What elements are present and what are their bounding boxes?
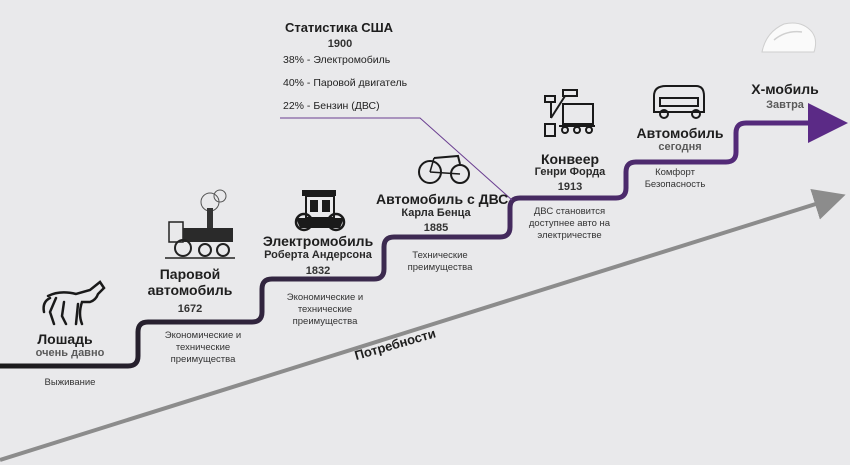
stage-note-horse: Выживание <box>44 377 96 388</box>
horse-icon <box>42 280 106 326</box>
stage-note-electric: Экономические и технические преимущества <box>286 292 364 327</box>
stats-callout-line <box>280 117 513 201</box>
stage-year-conveyor: 1913 <box>557 181 583 193</box>
stage-subtitle-xmobile: Завтра <box>766 99 804 111</box>
stage-title-steam: Паровой автомобиль <box>147 266 233 298</box>
stage-subtitle-ice: Карла Бенца <box>401 207 471 219</box>
carriage-car-icon <box>294 190 346 232</box>
stage-title-horse: Лошадь <box>37 331 93 347</box>
stats-title: Статистика США <box>284 20 394 35</box>
stage-subtitle-conveyor: Генри Форда <box>534 166 606 178</box>
stage-subtitle-electric: Роберта Андерсона <box>264 249 372 261</box>
stage-title-ice: Автомобиль с ДВС <box>376 191 509 207</box>
stats-line-electric: 38% - Электромобиль <box>283 54 391 66</box>
stage-note-conveyor: ДВС становится доступнее авто на электри… <box>528 206 611 241</box>
stats-line-steam: 40% - Паровой двигатель <box>283 77 408 89</box>
stats-year: 1900 <box>327 38 353 50</box>
stage-note-steam: Экономические и технические преимущества <box>164 330 242 365</box>
stage-subtitle-horse: очень давно <box>35 347 105 359</box>
modern-car-icon <box>653 85 705 119</box>
stage-title-car: Автомобиль <box>636 125 724 141</box>
stats-line-petrol: 22% - Бензин (ДВС) <box>283 100 380 112</box>
stage-title-conveyor: Конвеер <box>540 151 600 167</box>
steam-locomotive-icon <box>165 189 235 259</box>
staircase-line <box>0 103 848 369</box>
assembly-robot-icon <box>544 89 595 137</box>
stage-year-ice: 1885 <box>423 222 449 234</box>
stage-year-electric: 1832 <box>305 265 331 277</box>
stage-title-xmobile: X-мобиль <box>751 81 819 97</box>
stage-year-steam: 1672 <box>177 303 203 315</box>
stage-subtitle-car: сегодня <box>658 141 702 153</box>
benz-tricycle-icon <box>418 154 470 184</box>
stage-note-car: Комфорт Безопасность <box>644 167 706 190</box>
future-car-icon <box>761 22 817 53</box>
stage-note-ice: Технические преимущества <box>407 250 473 273</box>
stage-title-electric: Электромобиль <box>262 233 374 249</box>
needs-arrow <box>0 188 846 462</box>
